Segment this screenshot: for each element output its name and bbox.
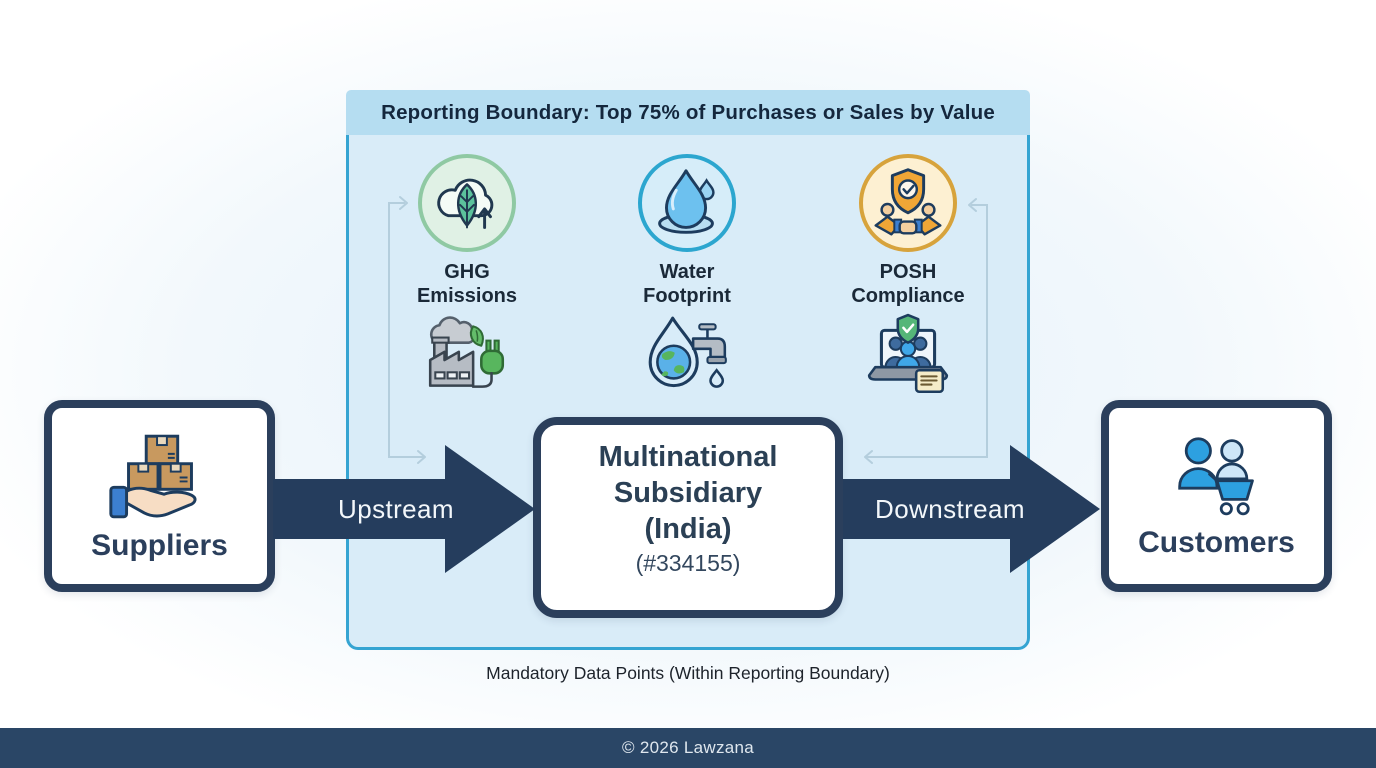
- upstream-flow: Upstream: [273, 445, 535, 573]
- factory-plug-icon: [428, 316, 505, 388]
- multinational-subsidiary-node: Multinational Subsidiary (India) (#33415…: [533, 417, 843, 618]
- posh-compliance-badge: [859, 154, 957, 252]
- water-footprint-label: Water Footprint: [577, 260, 797, 308]
- shield-handshake-icon: [874, 168, 942, 236]
- customers-node: Customers: [1101, 400, 1332, 592]
- water-drop-icon: [658, 169, 715, 234]
- customers-label: Customers: [1138, 526, 1295, 559]
- ghg-emissions-badge: [418, 154, 516, 252]
- suppliers-node: Suppliers: [44, 400, 275, 592]
- posh-detail: [856, 312, 960, 404]
- laptop-people-document-icon: [867, 313, 949, 394]
- hand-boxes-icon: [108, 434, 196, 518]
- downstream-label: Downstream: [875, 494, 1025, 524]
- center-node-line3: (India): [644, 513, 732, 545]
- footer-copyright: © 2026 Lawzana: [621, 738, 755, 757]
- ghg-label-line2: Emissions: [416, 285, 518, 307]
- ghg-label-line1: GHG: [444, 261, 490, 283]
- cloud-leaf-icon: [437, 178, 494, 229]
- earth-faucet-icon: [648, 316, 727, 388]
- center-node-code: (#334155): [635, 550, 741, 576]
- reporting-boundary-header: Reporting Boundary: Top 75% of Purchases…: [346, 90, 1030, 135]
- suppliers-label: Suppliers: [91, 528, 228, 562]
- water-label-line2: Footprint: [643, 285, 731, 307]
- reporting-boundary-title: Reporting Boundary: Top 75% of Purchases…: [381, 100, 995, 124]
- posh-compliance-label: POSH Compliance: [798, 260, 1018, 308]
- ghg-detail: [415, 312, 519, 404]
- boundary-caption: Mandatory Data Points (Within Reporting …: [486, 663, 890, 683]
- center-node-line2: Subsidiary: [613, 477, 763, 509]
- water-detail: [635, 312, 739, 404]
- ghg-emissions-label: GHG Emissions: [357, 260, 577, 308]
- posh-label-line2: Compliance: [851, 285, 965, 307]
- center-node-line1: Multinational: [598, 441, 778, 473]
- posh-label-line1: POSH: [879, 261, 937, 283]
- upstream-label: Upstream: [338, 494, 454, 524]
- water-footprint-badge: [638, 154, 736, 252]
- downstream-flow: Downstream: [843, 445, 1100, 573]
- downstream-arrow-icon: [843, 445, 1100, 573]
- people-cart-icon: [1177, 437, 1254, 516]
- footer-bar: © 2026 Lawzana: [0, 728, 1376, 768]
- water-label-line1: Water: [659, 261, 715, 283]
- upstream-arrow-icon: [273, 445, 535, 573]
